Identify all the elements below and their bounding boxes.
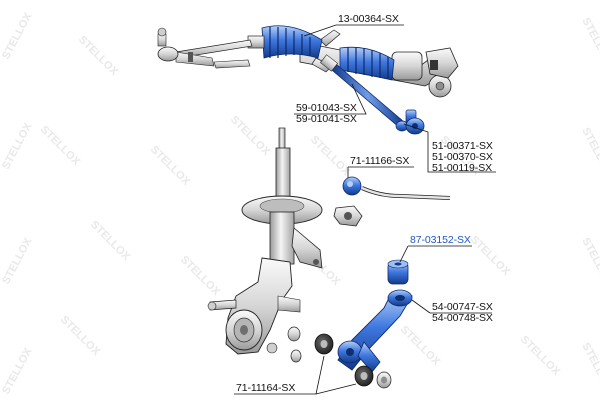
watermark-text: STELLOX [579, 341, 600, 392]
watermark-text: STELLOX [579, 126, 600, 177]
steering-knuckle [207, 257, 301, 355]
left-tie-rod [157, 27, 253, 69]
part-label-control-arm-b[interactable]: 54-00748-SX [432, 312, 493, 324]
watermark-text: STELLOX [76, 34, 121, 79]
part-label-tie-rod-end-b[interactable]: 51-00370-SX [432, 151, 493, 163]
watermark-text: STELLOX [88, 219, 133, 264]
right-tie-rod-end [405, 109, 425, 135]
watermark-text: STELLOX [0, 120, 35, 171]
part-label-stabilizer-bushing[interactable]: 71-11166-SX [350, 155, 410, 167]
watermark-text: STELLOX [468, 234, 513, 279]
watermark-text: STELLOX [228, 114, 273, 159]
part-label-tie-rod-end-c[interactable]: 51-00119-SX [432, 162, 492, 174]
part-label-silent-block[interactable]: 87-03152-SX [410, 234, 471, 246]
watermark-text: STELLOX [0, 345, 35, 396]
part-label-arm-bushing[interactable]: 71-11164-SX [236, 382, 296, 394]
part-label-control-arm-a[interactable]: 54-00747-SX [432, 301, 493, 313]
right-inner-tie-rod [319, 54, 409, 132]
leader-lines [234, 24, 496, 395]
part-label-inner-tie-rod-b[interactable]: 59-01041-SX [296, 113, 357, 125]
arm-bushings [287, 326, 392, 389]
suspension-strut [241, 127, 323, 269]
rack-boot-right [339, 46, 395, 81]
watermark-text: STELLOX [398, 324, 443, 369]
watermark-text: STELLOX [0, 10, 35, 61]
watermark-text: STELLOX [308, 134, 353, 179]
watermark-text: STELLOX [148, 144, 193, 189]
rack-boot-left [261, 25, 323, 59]
stabilizer-bushing [333, 176, 451, 227]
watermark-text: STELLOX [38, 124, 83, 169]
silent-block [387, 259, 409, 285]
part-label-steering-rack-boot[interactable]: 13-00364-SX [338, 13, 399, 25]
watermark-text: STELLOX [579, 236, 600, 287]
watermark-text: STELLOX [178, 254, 223, 299]
watermark-text: STELLOX [518, 334, 563, 379]
watermark-text: STELLOX [58, 314, 103, 359]
part-label-tie-rod-end-a[interactable]: 51-00371-SX [432, 140, 493, 152]
steering-rack [247, 25, 459, 98]
watermark-text: STELLOX [579, 16, 600, 67]
watermark-text: STELLOX [0, 235, 35, 286]
part-label-inner-tie-rod-a[interactable]: 59-01043-SX [296, 102, 357, 114]
